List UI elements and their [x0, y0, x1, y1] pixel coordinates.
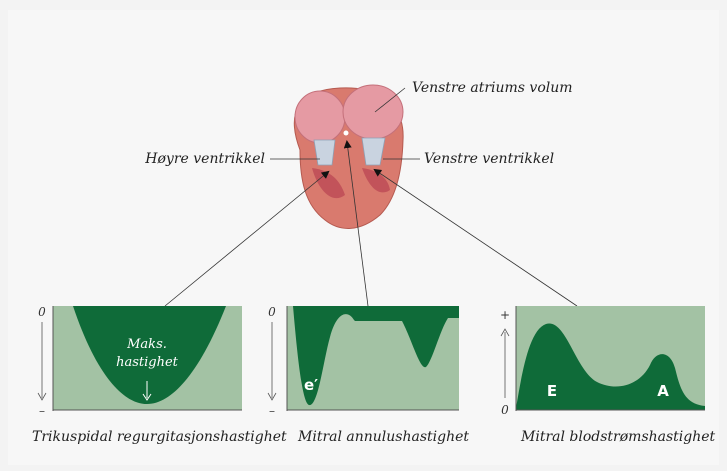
e-prime-label: e′: [304, 376, 318, 394]
axis-top-label: 0: [268, 305, 276, 319]
left-atrium: [343, 85, 403, 139]
left-ventricle-label: Venstre ventrikkel: [424, 151, 554, 167]
max-velocity-label-line2: hastighet: [116, 355, 179, 370]
axis-bottom-label: 0: [501, 403, 509, 417]
axis-bottom-label: –: [39, 404, 45, 418]
axis-bottom-label: –: [269, 404, 275, 418]
right-ventricle-label: Høyre ventrikkel: [144, 151, 265, 167]
panel-caption: Mitral annulushastighet: [297, 429, 469, 445]
tricuspid-valve: [314, 140, 335, 165]
panel-caption: Trikuspidal regurgitasjonshastighet: [32, 429, 287, 445]
right-atrium: [295, 91, 345, 143]
max-velocity-label-line1: Maks.: [126, 337, 167, 352]
annulus-marker: [344, 131, 349, 136]
a-wave-label: A: [657, 382, 669, 400]
axis-top-label: 0: [38, 305, 46, 319]
e-wave-label: E: [547, 382, 557, 400]
axis-top-label: +: [500, 308, 510, 322]
left-atrium-volume-label: Venstre atriums volum: [412, 80, 573, 96]
panel-caption: Mitral blodstrømshastighet: [520, 429, 716, 445]
